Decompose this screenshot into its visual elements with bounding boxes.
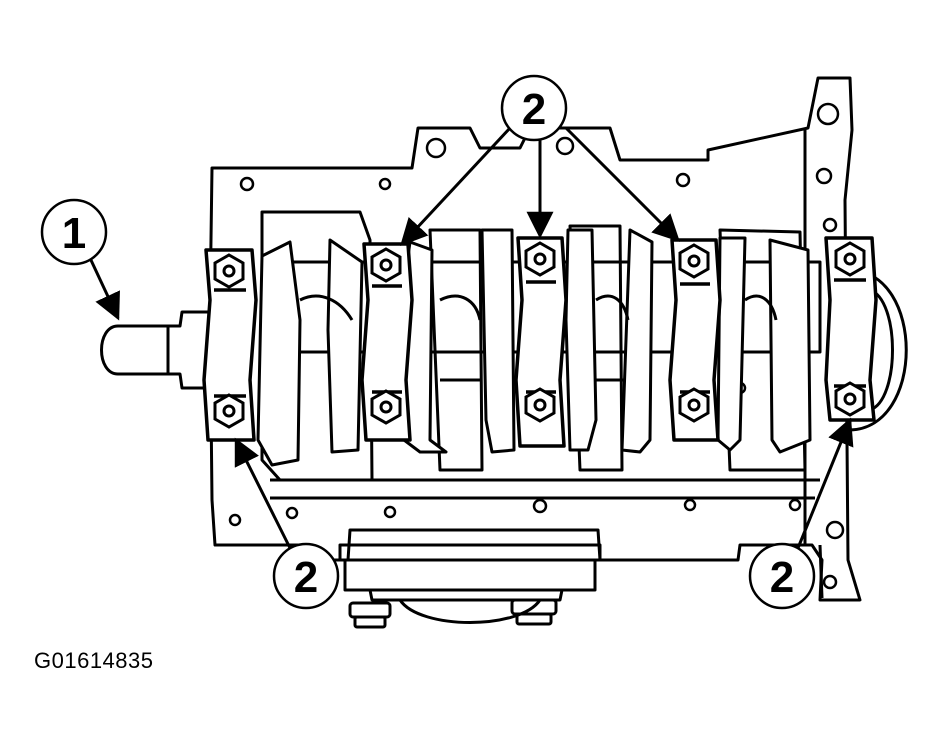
bearing-cap-1 (202, 248, 258, 442)
bolt (834, 241, 866, 277)
callout-label-2-right: 2 (770, 553, 794, 602)
bolt (524, 241, 556, 277)
bearing-cap-4 (668, 238, 722, 442)
callout-label-2-left: 2 (294, 553, 318, 602)
callout-label-1: 1 (62, 209, 86, 258)
bolt (678, 387, 710, 423)
callout-label-2-top: 2 (522, 85, 546, 134)
oil-pan-bolts (348, 598, 558, 629)
main-bearing-caps (202, 236, 878, 448)
bolt (213, 393, 245, 429)
callout-bearing-caps-top: 2 (400, 74, 680, 246)
bolt (524, 387, 556, 423)
cap-bolts (213, 241, 866, 429)
bolt (834, 381, 866, 417)
bolt (213, 253, 245, 289)
bolt (370, 389, 402, 425)
callout-bearing-cap-right: 2 (748, 417, 854, 610)
callout-crankshaft: 1 (40, 198, 120, 321)
callout-bearing-cap-left: 2 (234, 437, 340, 610)
bolt (678, 243, 710, 279)
bearing-cap-2 (360, 242, 414, 442)
figure-id-label: G01614835 (34, 648, 154, 673)
bolt (370, 247, 402, 283)
